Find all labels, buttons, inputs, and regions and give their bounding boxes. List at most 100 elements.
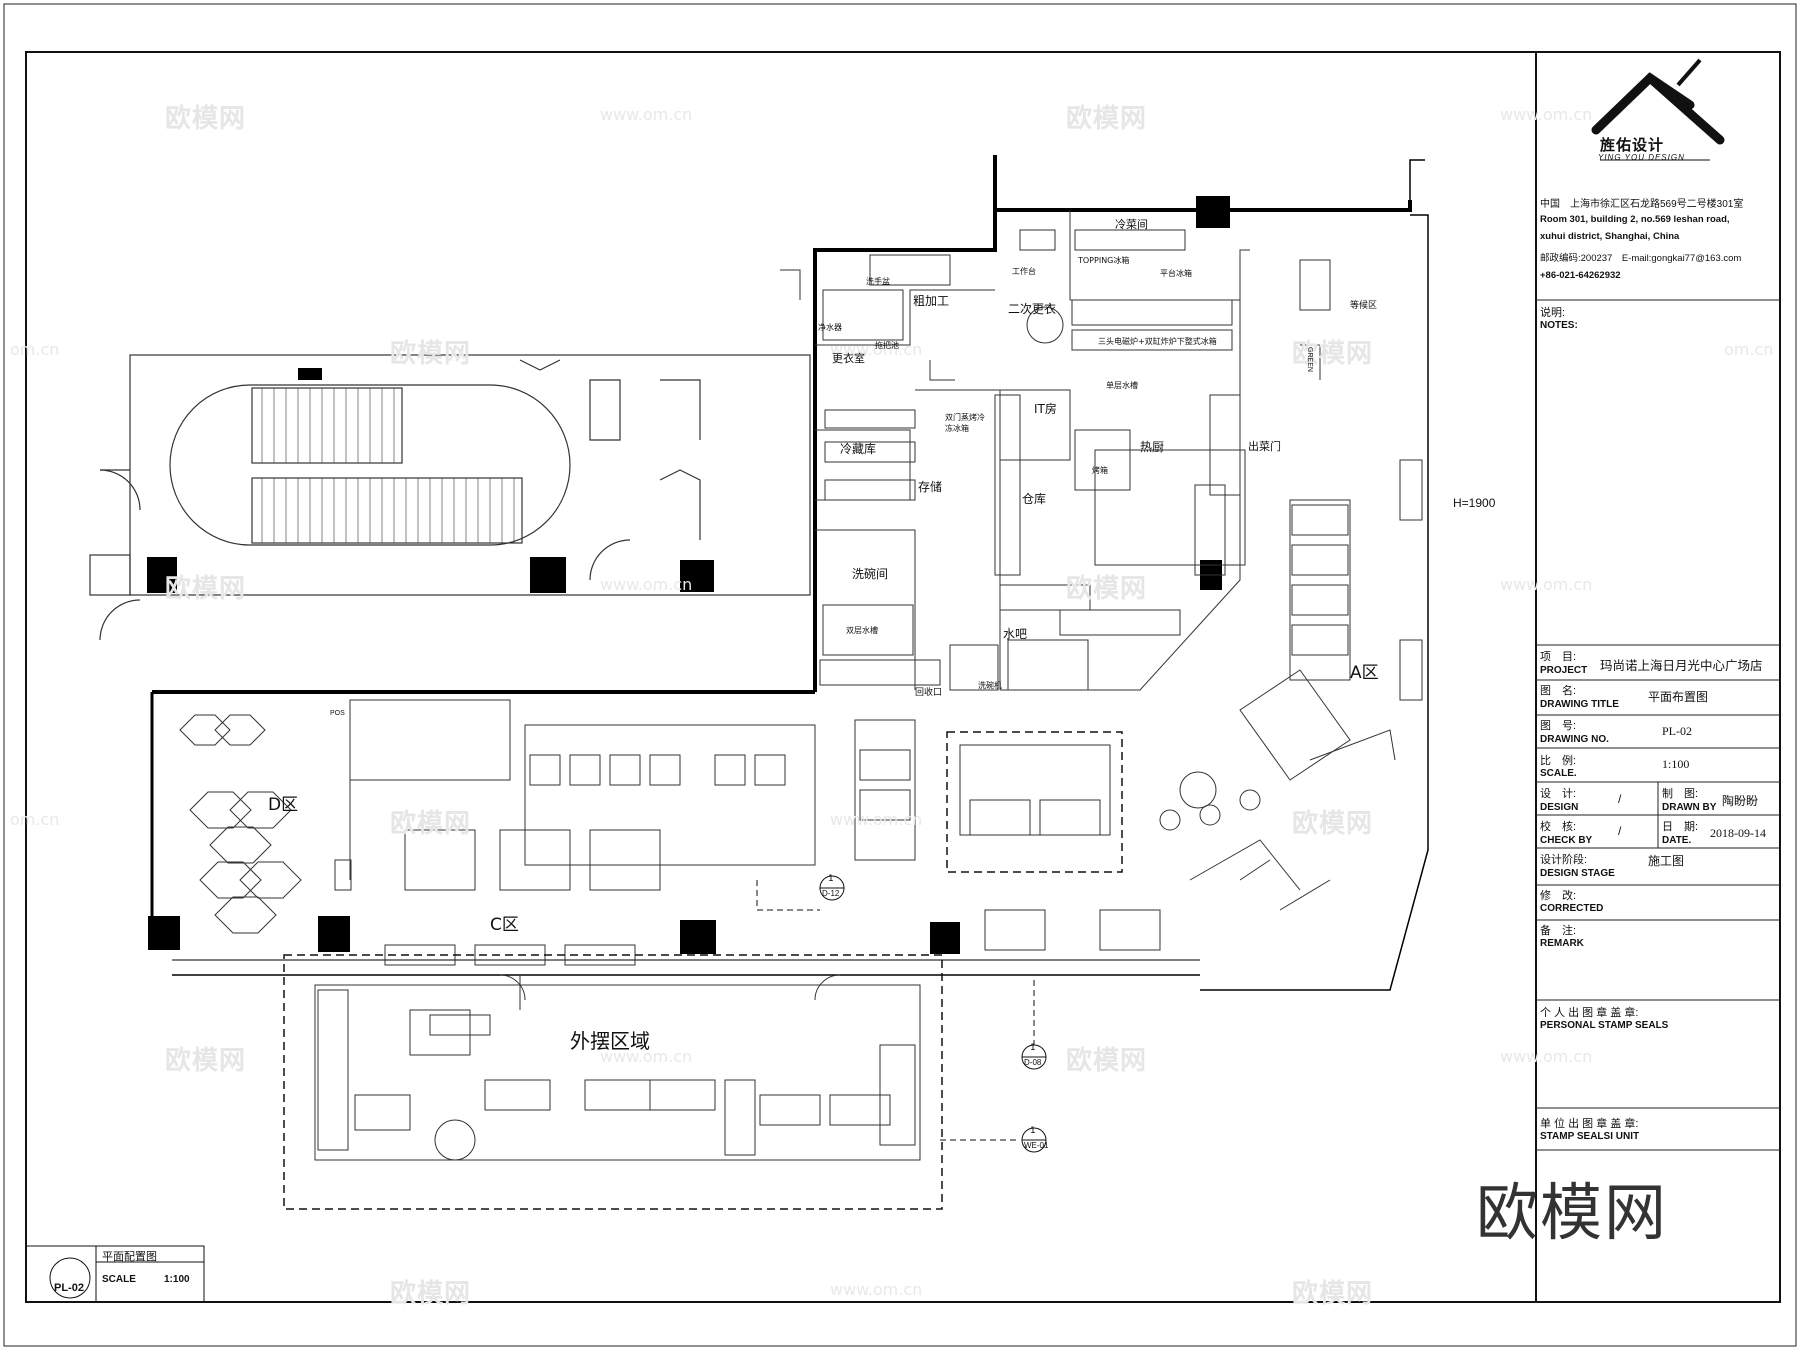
equip-flat-fridge: 平台冰箱 xyxy=(1160,269,1192,278)
room-changing-2: 二次更衣 xyxy=(1008,302,1057,316)
plan-label-number: PL-02 xyxy=(54,1282,84,1294)
equip-stove: 三头电磁炉+双缸炸炉下整式冰箱 xyxy=(1098,337,1217,346)
remark-label-en: REMARK xyxy=(1540,938,1584,949)
watermark-url: www.om.cn xyxy=(830,1280,923,1299)
watermark-brand: 欧模网 xyxy=(165,1046,247,1076)
outdoor-zone xyxy=(314,974,921,1161)
room-dish-wash: 洗碗间 xyxy=(852,567,889,581)
equip-double-sink: 双层水槽 xyxy=(846,626,878,635)
drawing-title-value: 平面布置图 xyxy=(1648,690,1709,704)
room-waiting: 等候区 xyxy=(1350,301,1378,311)
equip-green-sign: GREEN xyxy=(1305,347,1313,372)
callout-leaders xyxy=(756,880,1035,1141)
height-annotation: H=1900 xyxy=(1453,496,1496,510)
address-en-1: Room 301, building 2, no.569 leshan road… xyxy=(1540,214,1730,225)
plan-label: 平面配置图 PL-02 SCALE 1:100 xyxy=(26,1246,204,1302)
callout-3-ref: WE-01 xyxy=(1024,1141,1049,1150)
equip-single-sink: 单层水槽 xyxy=(1106,381,1138,390)
drawing-title-label-cn: 图 名: xyxy=(1540,685,1577,697)
drawn-label-cn: 制 图: xyxy=(1662,788,1699,800)
room-serve-door: 出菜门 xyxy=(1248,440,1281,453)
callout-1 xyxy=(819,875,845,901)
scale-label-en: SCALE. xyxy=(1540,768,1577,779)
watermark-url: www.om.cn xyxy=(1500,575,1593,594)
zone-d-label: D区 xyxy=(268,795,299,815)
check-value: / xyxy=(1618,824,1622,838)
plan-label-scale-value: 1:100 xyxy=(164,1274,190,1285)
notes-label-cn: 说明: xyxy=(1540,307,1566,319)
callout-1-number: 1 xyxy=(828,874,834,884)
watermark-brand: 欧模网 xyxy=(165,574,247,604)
equip-mop: 拖把池 xyxy=(875,341,899,350)
watermark-url: www.om.cn xyxy=(830,340,923,359)
plan-label-frame xyxy=(25,1245,205,1303)
drawing-no-label-en: DRAWING NO. xyxy=(1540,734,1609,745)
project-value: 玛尚诺上海日月光中心广场店 xyxy=(1600,659,1763,673)
date-label-cn: 日 期: xyxy=(1662,821,1699,833)
watermark-url: www.om.cn xyxy=(600,575,693,594)
d-zone xyxy=(179,699,511,934)
check-label-cn: 校 核: xyxy=(1540,821,1577,833)
design-label-en: DESIGN xyxy=(1540,802,1579,813)
unit-stamp-label-cn: 单 位 出 图 章 盖 章: xyxy=(1540,1118,1639,1130)
corrected-label-en: CORRECTED xyxy=(1540,903,1604,914)
drawn-value: 陶盼盼 xyxy=(1722,794,1759,808)
notes-label-en: NOTES: xyxy=(1540,320,1578,331)
design-label-cn: 设 计: xyxy=(1540,788,1577,800)
remark-label-cn: 备 注: xyxy=(1540,925,1577,937)
kitchen-zone xyxy=(780,210,1250,691)
watermark-url: www.om.cn xyxy=(600,105,693,124)
room-storage: 存储 xyxy=(918,480,943,494)
watermark-url: om.cn xyxy=(10,810,60,829)
room-cold-dish: 冷菜间 xyxy=(1115,218,1148,231)
design-value: / xyxy=(1618,792,1622,806)
personal-stamp-label-en: PERSONAL STAMP SEALS xyxy=(1540,1020,1669,1031)
room-rough-processing: 粗加工 xyxy=(913,294,950,308)
title-block: 旌佑设计 YING YOU DESIGN 中国 上海市徐汇区石龙路569号二号楼… xyxy=(1536,52,1780,1302)
zone-c-label: C区 xyxy=(490,915,519,935)
watermark-brand: 欧模网 xyxy=(1292,339,1374,369)
room-warehouse: 仓库 xyxy=(1022,492,1047,506)
corrected-label-cn: 修 改: xyxy=(1540,890,1577,902)
company-name-cn: 旌佑设计 xyxy=(1600,137,1665,154)
watermark-url: www.om.cn xyxy=(1500,1047,1593,1066)
check-label-en: CHECK BY xyxy=(1540,835,1593,846)
callout-2 xyxy=(1021,1044,1047,1070)
phone: +86-021-64262932 xyxy=(1540,270,1621,281)
zone-outdoor-label: 外摆区域 xyxy=(570,1029,650,1053)
watermark-large: 欧模网 xyxy=(1476,1176,1669,1249)
watermark-url: www.om.cn xyxy=(600,1047,693,1066)
room-water-bar: 水吧 xyxy=(1003,627,1028,641)
watermark-brand: 欧模网 xyxy=(390,339,472,369)
drawing-no-label-cn: 图 号: xyxy=(1540,720,1577,732)
equip-pos: POS xyxy=(330,710,345,717)
company-name-en: YING YOU DESIGN xyxy=(1598,153,1685,162)
stair-columns xyxy=(147,368,714,593)
equip-work-table: 工作台 xyxy=(1012,267,1036,276)
stair-block xyxy=(89,354,811,641)
room-hot-kitchen: 热厨 xyxy=(1140,440,1165,454)
personal-stamp-label-cn: 个 人 出 图 章 盖 章: xyxy=(1540,1007,1639,1019)
equip-double-fridge: 双门蒸烤冷冻冰箱 xyxy=(945,413,985,433)
watermark-brand: 欧模网 xyxy=(1066,104,1148,134)
zone-a-label: A区 xyxy=(1350,663,1379,683)
callout-1-ref: D-12 xyxy=(822,889,840,898)
stage-label-en: DESIGN STAGE xyxy=(1540,868,1615,879)
unit-stamp-label-en: STAMP SEALSI UNIT xyxy=(1540,1131,1640,1142)
room-it: IT房 xyxy=(1034,402,1057,416)
stage-label-cn: 设计阶段: xyxy=(1540,854,1588,866)
title-block-lines xyxy=(1536,299,1780,1151)
room-recycle: 回收口 xyxy=(915,688,943,698)
watermark-brand: 欧模网 xyxy=(1292,809,1374,839)
callout-3 xyxy=(1021,1127,1047,1153)
scale-value: 1:100 xyxy=(1662,757,1690,771)
date-label-en: DATE. xyxy=(1662,835,1692,846)
main-columns xyxy=(148,196,1230,954)
drawing-title-label-en: DRAWING TITLE xyxy=(1540,699,1619,710)
address-cn: 中国 上海市徐汇区石龙路569号二号楼301室 xyxy=(1540,199,1744,210)
callout-3-number: 1 xyxy=(1030,1126,1036,1136)
watermark-url: om.cn xyxy=(1724,340,1774,359)
scale-label-cn: 比 例: xyxy=(1540,755,1577,767)
equip-topping-fridge: TOPPING冰箱 xyxy=(1078,256,1130,265)
